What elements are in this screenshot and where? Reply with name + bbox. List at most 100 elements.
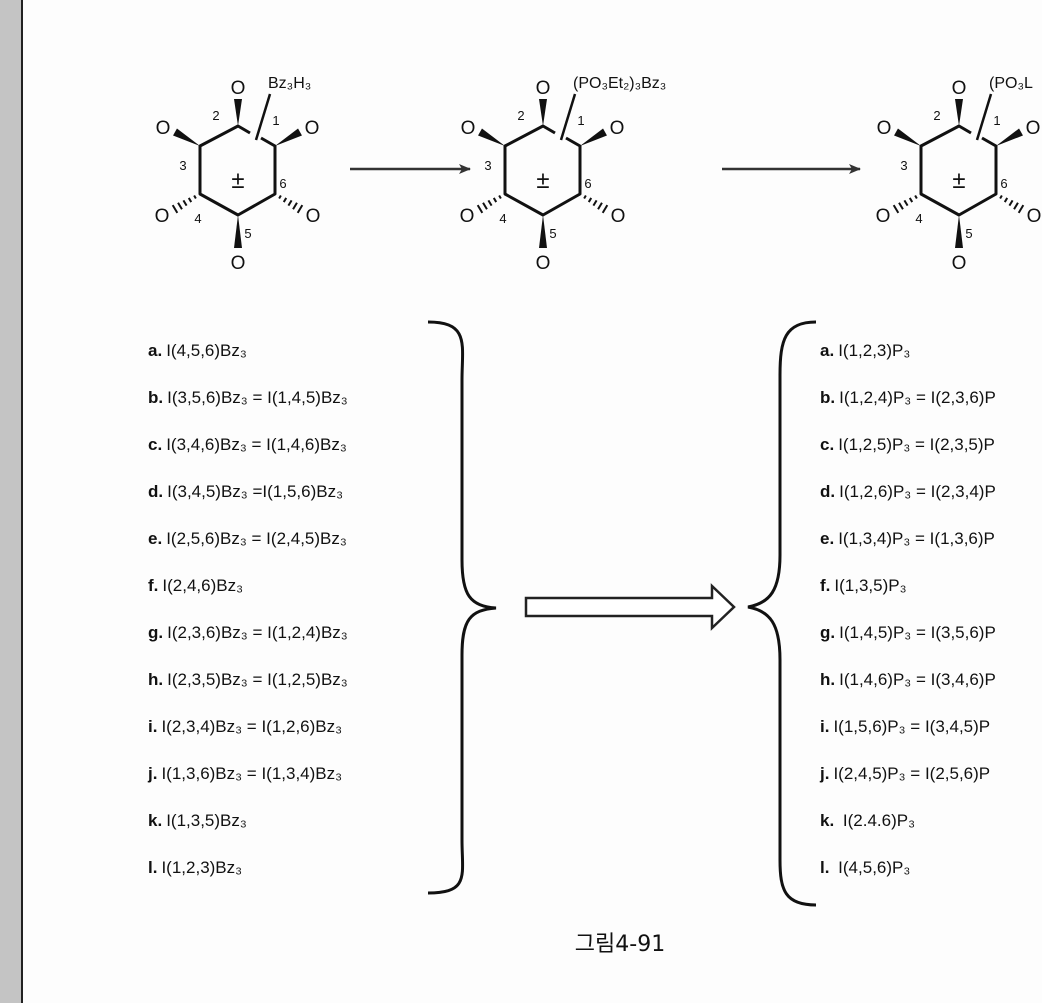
item-label: j. (820, 764, 830, 783)
item-label: f. (820, 576, 831, 595)
item-label: h. (148, 670, 164, 689)
list-item: j.I(2,4,5)P₃ = I(2,5,6)P (820, 759, 996, 806)
position-number: 1 (577, 113, 584, 128)
wedge-bond (539, 215, 547, 248)
list-item: d.I(1,2,6)P₃ = I(2,3,4)P (820, 477, 996, 524)
list-item: g.I(1,4,5)P₃ = I(3,5,6)P (820, 618, 996, 665)
list-item: l.I(1,2,3)Bz₃ (148, 853, 348, 900)
substituent-line (975, 93, 993, 141)
list-item: l. I(4,5,6)P₃ (820, 853, 996, 900)
oxygen-atom: O (877, 118, 892, 139)
wedge-bond (996, 128, 1023, 146)
list-item: a.I(1,2,3)P₃ (820, 336, 996, 383)
item-formula: I(1,3,6)Bz₃ = I(1,3,4)Bz₃ (161, 764, 343, 783)
list-item: c.I(3,4,6)Bz₃ = I(1,4,6)Bz₃ (148, 430, 348, 477)
position-number: 3 (179, 158, 186, 173)
list-item: e.I(2,5,6)Bz₃ = I(2,4,5)Bz₃ (148, 524, 348, 571)
list-item: h.I(2,3,5)Bz₃ = I(1,2,5)Bz₃ (148, 665, 348, 712)
item-formula: I(2.4.6)P₃ (838, 811, 916, 830)
oxygen-atom: O (155, 206, 170, 227)
oxygen-atom: O (611, 206, 626, 227)
position-number: 2 (212, 108, 219, 123)
hashed-bond (476, 195, 502, 214)
oxygen-atom: O (952, 78, 967, 99)
oxygen-atom: O (156, 118, 171, 139)
item-formula: I(2,4,5)P₃ = I(2,5,6)P (833, 764, 991, 783)
item-formula: I(1,2,4)P₃ = I(2,3,6)P (839, 388, 996, 407)
hashed-bond (999, 195, 1025, 214)
item-label: k. (820, 811, 835, 830)
item-formula: I(1,2,3)Bz₃ (161, 858, 243, 877)
item-label: d. (148, 482, 164, 501)
list-item: b.I(1,2,4)P₃ = I(2,3,6)P (820, 383, 996, 430)
item-label: d. (820, 482, 836, 501)
item-formula: I(1,3,5)Bz₃ (166, 811, 247, 830)
item-label: i. (148, 717, 158, 736)
item-formula: I(2,3,5)Bz₃ = I(1,2,5)Bz₃ (167, 670, 348, 689)
item-formula: I(4,5,6)P₃ (833, 858, 911, 877)
substituent-line (559, 93, 577, 141)
list-item: g.I(2,3,6)Bz₃ = I(1,2,4)Bz₃ (148, 618, 348, 665)
list-item: k. I(2.4.6)P₃ (820, 806, 996, 853)
item-label: e. (148, 529, 163, 548)
substituent-label: Bz₃H₃ (268, 75, 311, 92)
item-formula: I(1,3,5)P₃ (834, 576, 907, 595)
list-item: f.I(1,3,5)P₃ (820, 571, 996, 618)
position-number: 6 (279, 176, 286, 191)
oxygen-atom: O (1026, 118, 1041, 139)
wedge-bond (894, 128, 921, 146)
list-item: j.I(1,3,6)Bz₃ = I(1,3,4)Bz₃ (148, 759, 348, 806)
item-formula: I(1,4,5)P₃ = I(3,5,6)P (839, 623, 996, 642)
item-label: a. (148, 341, 163, 360)
item-label: g. (820, 623, 836, 642)
substituent-label: (PO₃L (989, 75, 1033, 92)
item-formula: I(2,5,6)Bz₃ = I(2,4,5)Bz₃ (166, 529, 347, 548)
wedge-bond (539, 99, 547, 126)
position-number: 4 (499, 211, 506, 226)
hashed-bond (278, 195, 304, 214)
wedge-bond (234, 215, 242, 248)
list-item: k.I(1,3,5)Bz₃ (148, 806, 348, 853)
item-formula: I(3,4,5)Bz₃ =I(1,5,6)Bz₃ (167, 482, 343, 501)
item-label: b. (820, 388, 836, 407)
racemic-label: ± (231, 167, 244, 194)
item-formula: I(1,2,5)P₃ = I(2,3,5)P (838, 435, 995, 454)
oxygen-atom: O (231, 78, 246, 99)
list-item: c.I(1,2,5)P₃ = I(2,3,5)P (820, 430, 996, 477)
item-formula: I(1,2,6)P₃ = I(2,3,4)P (839, 482, 996, 501)
list-item: h.I(1,4,6)P₃ = I(3,4,6)P (820, 665, 996, 712)
list-item: b.I(3,5,6)Bz₃ = I(1,4,5)Bz₃ (148, 383, 348, 430)
list-item: a.I(4,5,6)Bz₃ (148, 336, 348, 383)
list-item: e.I(1,3,4)P₃ = I(1,3,6)P (820, 524, 996, 571)
wedge-bond (173, 128, 200, 146)
oxygen-atom: O (461, 118, 476, 139)
left-curly-brace (747, 320, 817, 907)
racemic-label: ± (952, 167, 965, 194)
oxygen-atom: O (536, 78, 551, 99)
item-label: e. (820, 529, 835, 548)
item-label: l. (820, 858, 830, 877)
wedge-bond (580, 128, 607, 146)
oxygen-atom: O (536, 253, 551, 274)
item-formula: I(1,5,6)P₃ = I(3,4,5)P (833, 717, 991, 736)
position-number: 3 (484, 158, 491, 173)
list-item: d.I(3,4,5)Bz₃ =I(1,5,6)Bz₃ (148, 477, 348, 524)
position-number: 2 (517, 108, 524, 123)
item-label: f. (148, 576, 159, 595)
list-item: i.I(2,3,4)Bz₃ = I(1,2,6)Bz₃ (148, 712, 348, 759)
item-formula: I(3,4,6)Bz₃ = I(1,4,6)Bz₃ (166, 435, 347, 454)
position-number: 5 (244, 226, 251, 241)
item-label: c. (148, 435, 163, 454)
position-number: 5 (549, 226, 556, 241)
oxygen-atom: O (306, 206, 321, 227)
item-label: i. (820, 717, 830, 736)
list-item: i.I(1,5,6)P₃ = I(3,4,5)P (820, 712, 996, 759)
right-curly-brace (427, 320, 497, 895)
cyclohexane-ring (503, 124, 582, 217)
item-label: g. (148, 623, 164, 642)
racemic-label: ± (536, 167, 549, 194)
